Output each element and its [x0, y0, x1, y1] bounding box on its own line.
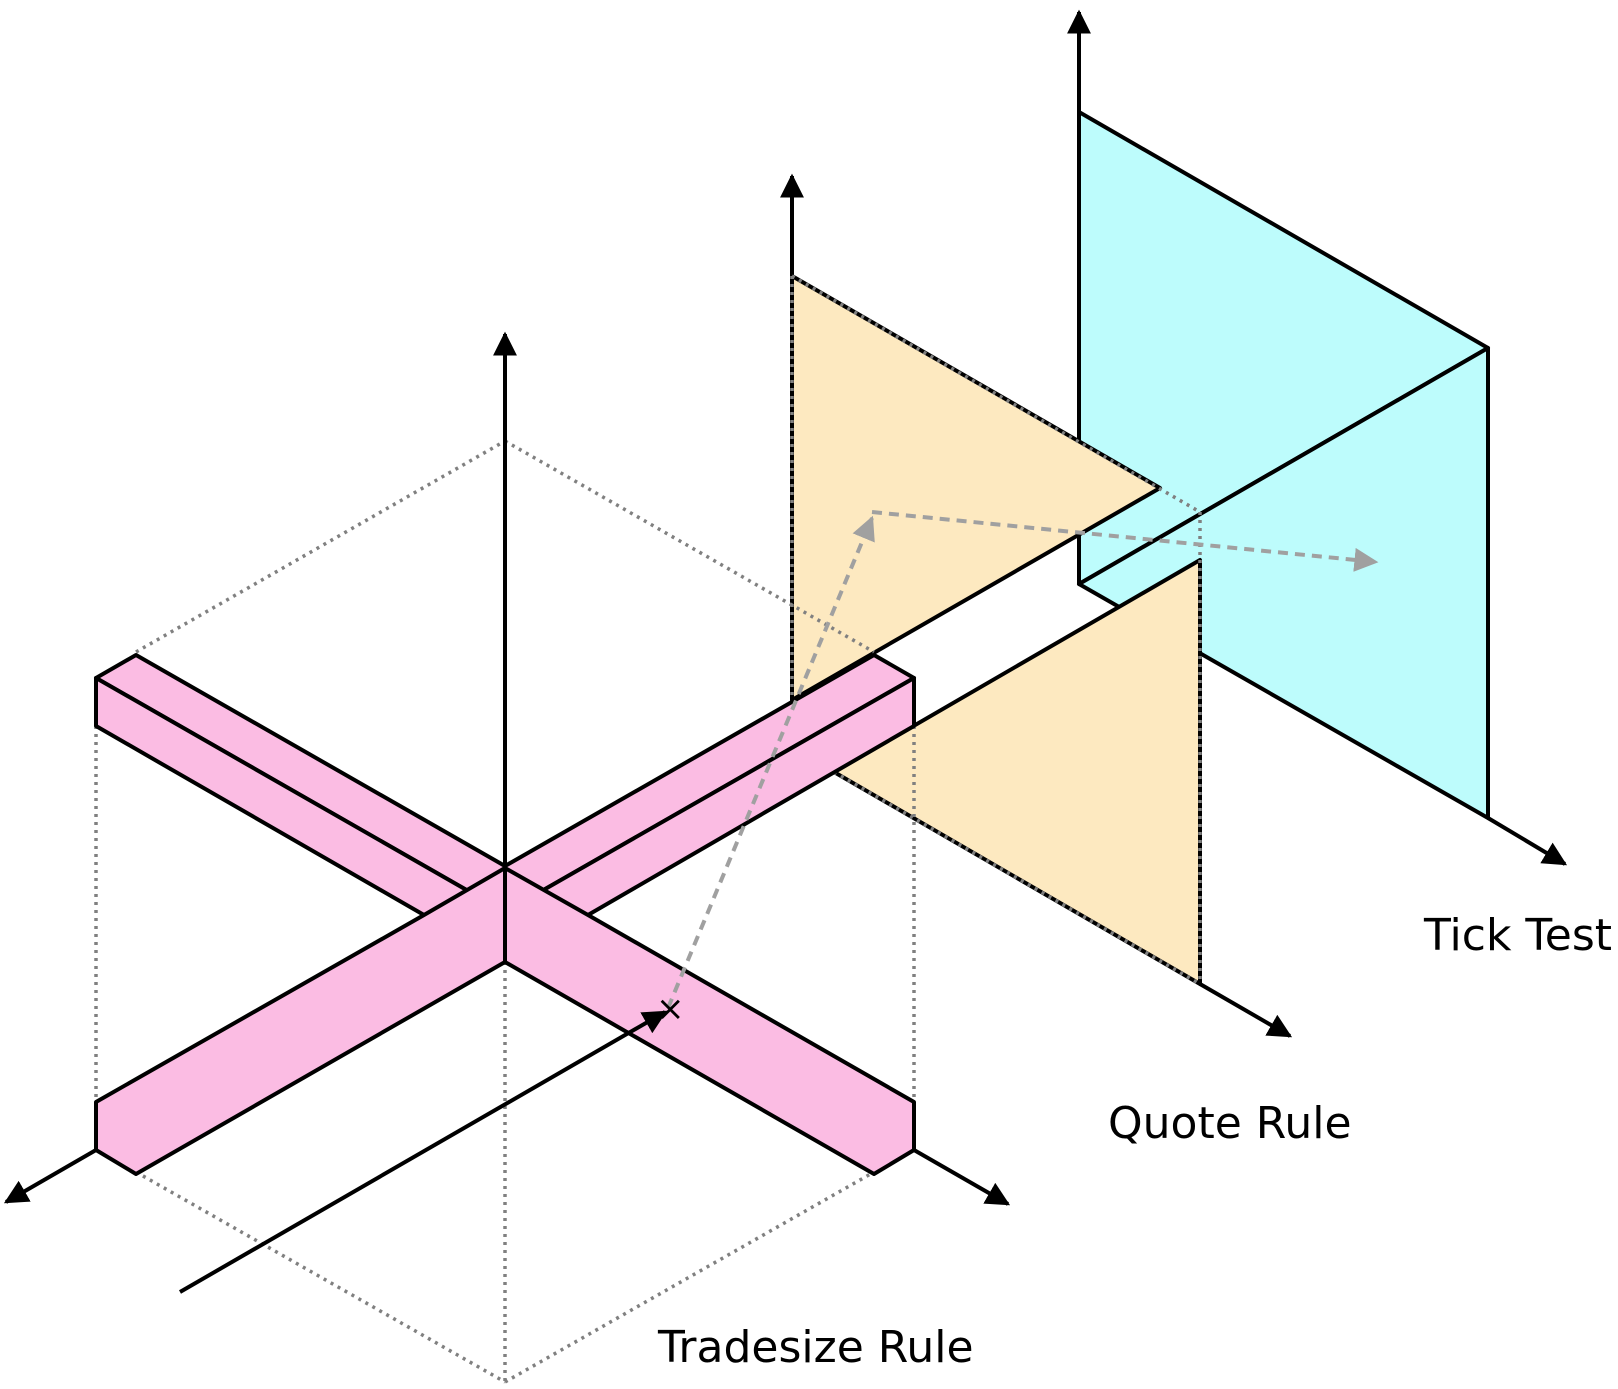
tradesize-bounding-box [94, 439, 916, 1384]
quote-rule-lower-plane [832, 558, 1202, 986]
tradesize-input-arrow [179, 1010, 668, 1294]
quote-rule-guide-top [791, 274, 1201, 514]
tradesize-lower-left-arm [94, 866, 507, 1176]
classification-path: × [656, 510, 1379, 1029]
tick-test-front-plane [1077, 346, 1490, 820]
quote-rule-horizontal-axis [1198, 982, 1293, 1038]
path-segment-up [666, 515, 875, 1009]
quote-rule-group: Quote Rule [780, 173, 1352, 1149]
tick-test-horizontal-axis [1486, 816, 1568, 866]
tradesize-lower-right-arm [503, 866, 916, 1176]
tradesize-rule-label: Tradesize Rule [657, 1322, 974, 1373]
tick-test-group: Tick Test [1067, 9, 1612, 961]
tick-test-label: Tick Test [1423, 910, 1612, 961]
path-start-marker: × [656, 989, 685, 1029]
quote-rule-upper-plane [790, 274, 1162, 702]
tradesize-right-axis [913, 1148, 1011, 1206]
tradesize-rule-group: Tradesize Rule [3, 331, 1011, 1384]
quote-rule-label: Quote Rule [1108, 1098, 1352, 1149]
tradesize-left-axis [3, 1148, 98, 1204]
quote-rule-guide-bottom [833, 770, 1201, 986]
